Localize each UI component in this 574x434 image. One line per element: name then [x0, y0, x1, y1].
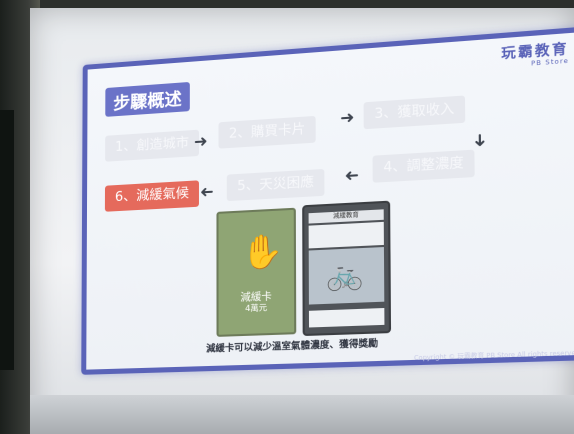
- phone-text-block: [308, 221, 384, 249]
- copyright: Copyright © 玩霸教育 PB Store All rights res…: [413, 349, 574, 363]
- hand-icon: ✋: [241, 231, 284, 273]
- arrow-right-icon: ➜: [340, 107, 355, 128]
- bicycle-icon: 🚲: [325, 256, 364, 293]
- step-4: 4、調整濃度: [372, 149, 475, 183]
- slide-caption: 減緩卡可以減少溫室氣體濃度、獲得獎勵: [206, 338, 379, 355]
- step-6: 6、減緩氣候: [104, 180, 200, 212]
- arrow-down-icon: ➜: [470, 132, 492, 148]
- step-1: 1、創造城市: [105, 129, 200, 162]
- arrow-right-icon: ➜: [193, 131, 208, 152]
- brand-logo: 玩霸教育 PB Store: [501, 37, 569, 69]
- mitigation-card: ✋ 減緩卡 4萬元: [216, 207, 297, 337]
- arrow-left-icon: ➜: [344, 164, 360, 186]
- slide-title: 步驟概述: [105, 81, 190, 117]
- wall-board: [0, 110, 14, 370]
- phone-footer: [308, 307, 385, 328]
- arrow-left-icon: ➜: [200, 181, 214, 202]
- card-cost: 4萬元: [245, 303, 268, 314]
- phone-card: 減緩教育 🚲: [302, 200, 392, 337]
- step-3: 3、獲取收入: [363, 95, 466, 130]
- screen-bottom-shadow: [30, 395, 574, 434]
- step-5: 5、天災困應: [226, 168, 325, 202]
- step-2: 2、購買卡片: [218, 115, 317, 149]
- projected-slide: 玩霸教育 PB Store 步驟概述 1、創造城市 ➜ 2、購買卡片 ➜ 3、獲…: [81, 25, 574, 375]
